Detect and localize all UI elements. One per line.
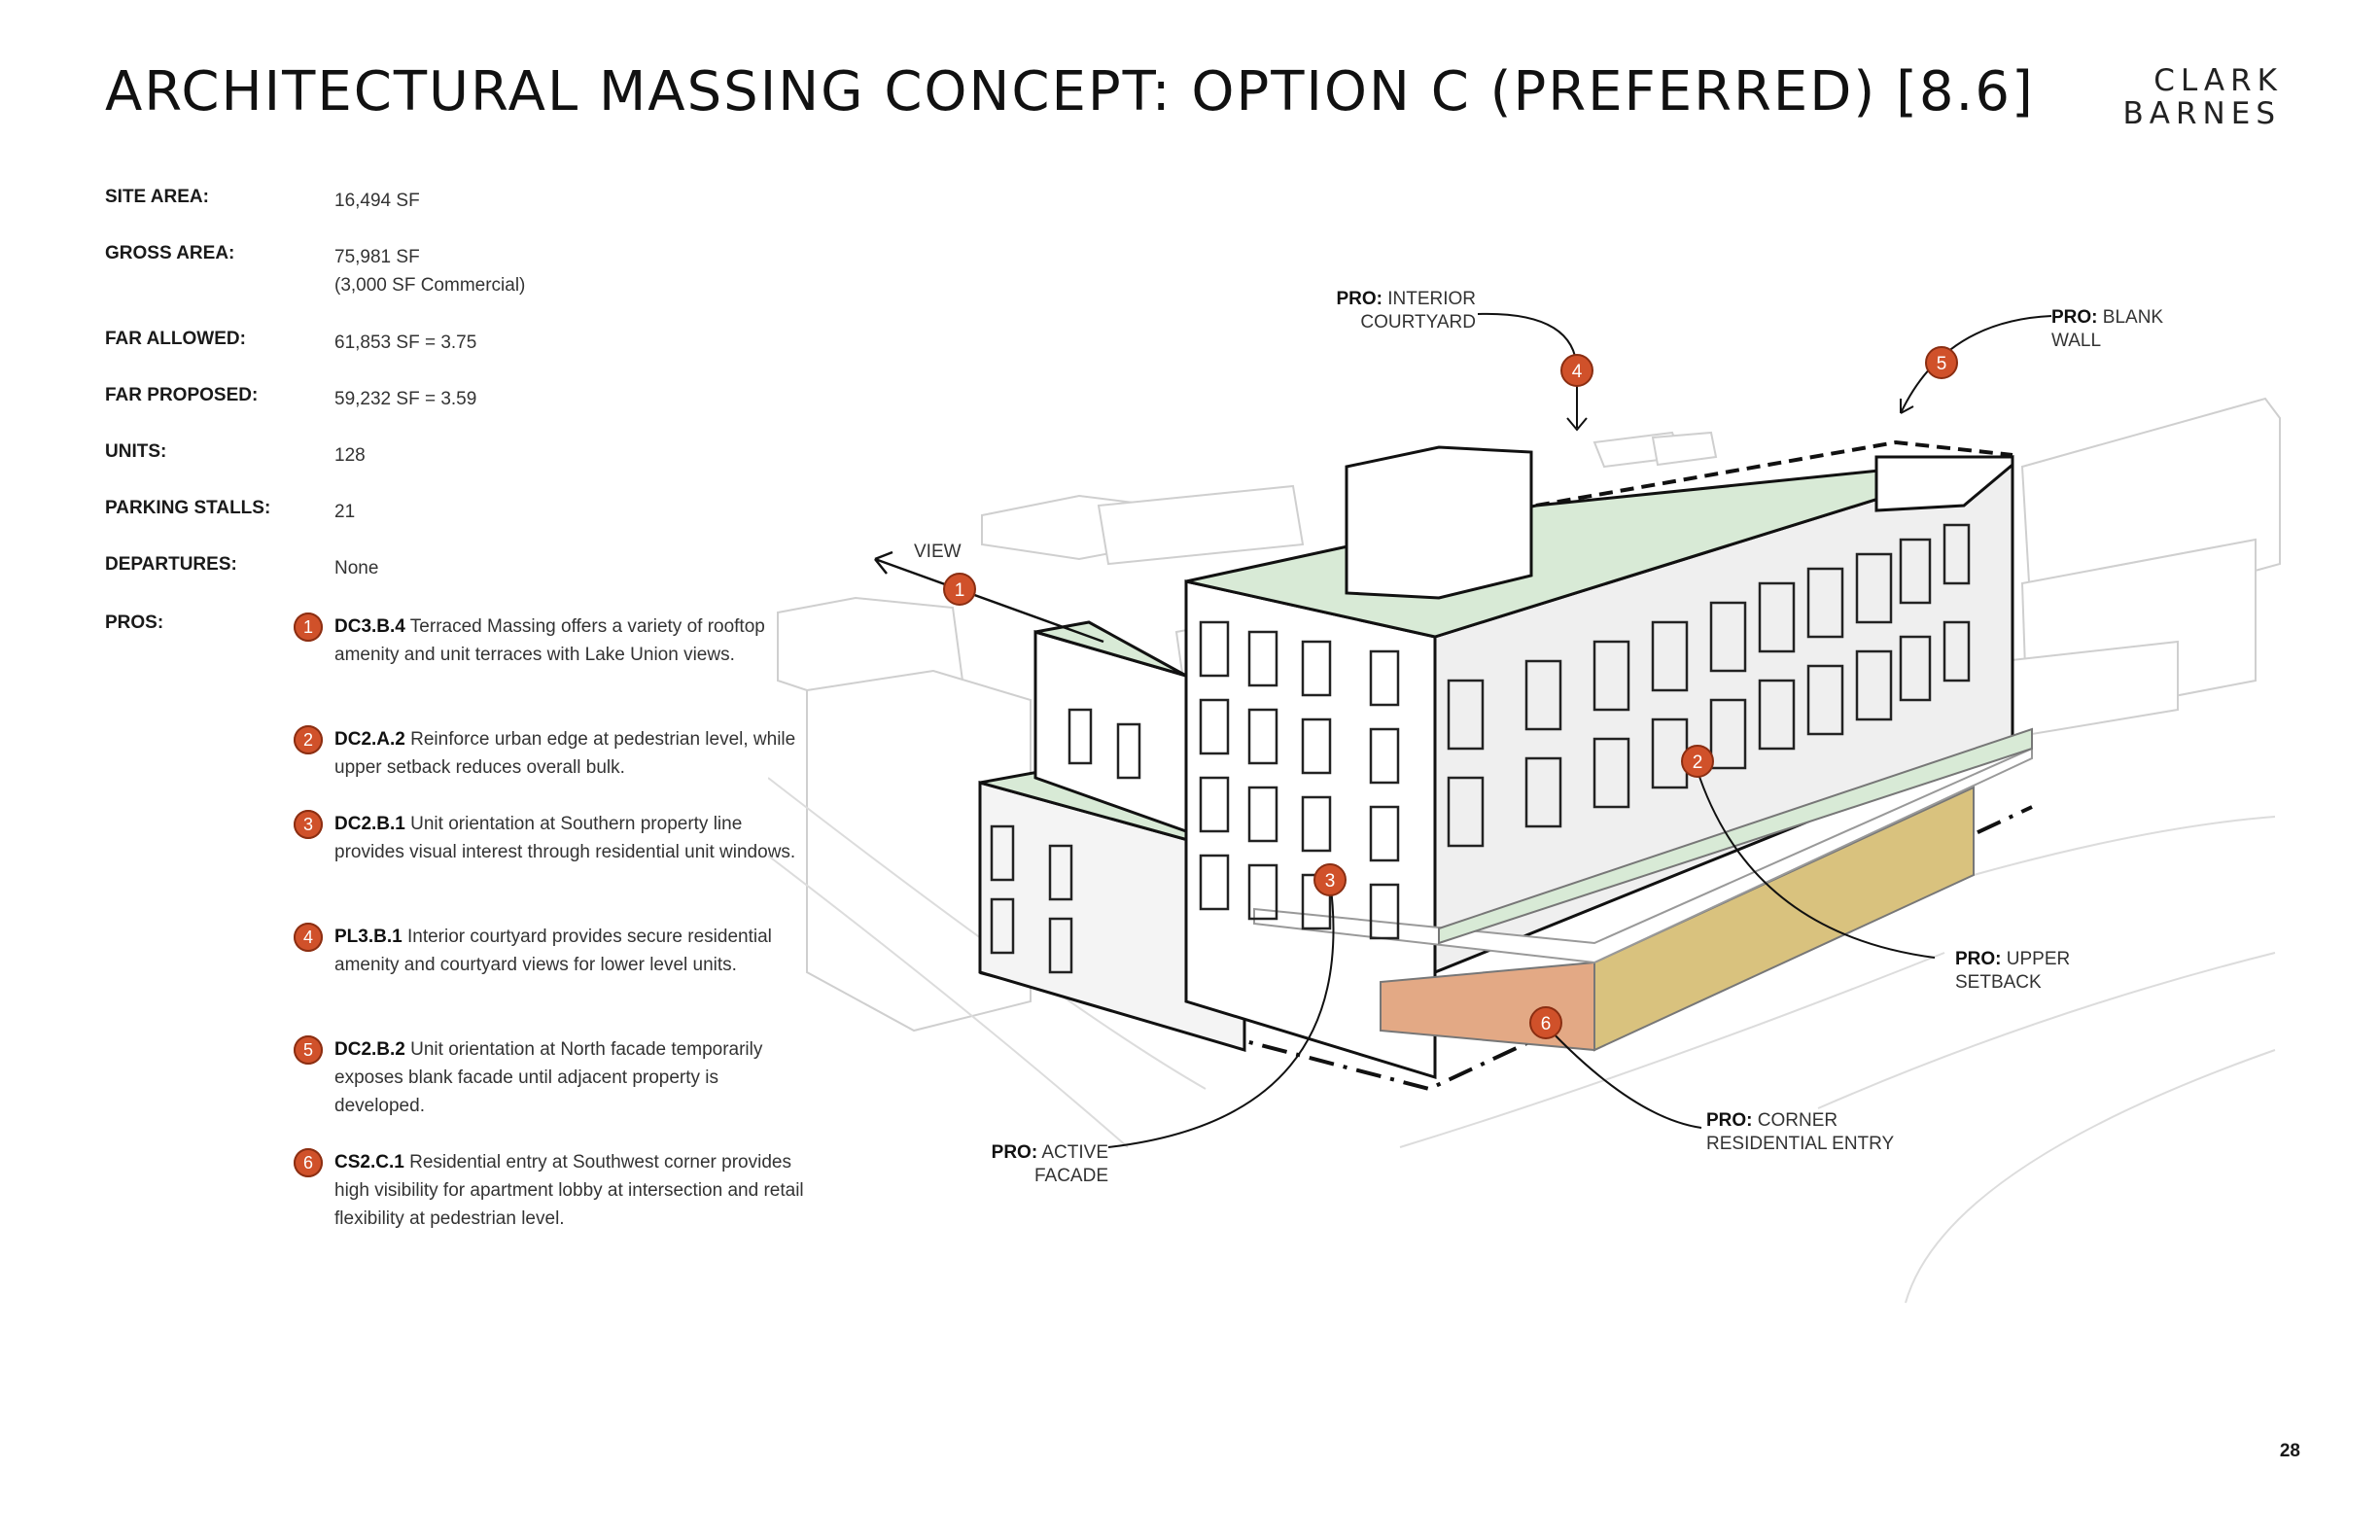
stat-value-line2: (3,000 SF Commercial) [334,275,526,296]
stat-value: 128 [334,445,366,466]
diagram-badge-6: 6 [1529,1006,1562,1039]
badge-number: 3 [1325,871,1336,892]
pro-number-badge: 4 [294,923,323,952]
badge-number: 2 [1693,752,1703,773]
pro-text: DC3.B.4 Terraced Massing offers a variet… [334,612,811,669]
callout-pro: PRO: [1706,1110,1753,1131]
stat-value: 21 [334,502,356,522]
callout-line1: INTERIOR [1387,289,1476,309]
pro-item-5: 5 DC2.B.2 Unit orientation at North faca… [294,1035,811,1120]
pro-number-badge: 2 [294,725,323,754]
diagram-badge-2: 2 [1681,745,1714,778]
callout-line2: SETBACK [1955,972,2042,993]
callout-blank-wall: PRO: BLANK WALL [2051,306,2163,353]
stat-value: 59,232 SF = 3.59 [334,389,477,409]
clark-barnes-logo: CLARK BARNES [2123,64,2283,130]
stat-value: 75,981 SF (3,000 SF Commercial) [334,243,525,299]
pro-text: DC2.A.2 Reinforce urban edge at pedestri… [334,725,811,782]
pro-description: Interior courtyard provides secure resid… [334,927,772,975]
pro-item-6: 6 CS2.C.1 Residential entry at Southwest… [294,1148,811,1233]
pro-number-badge: 6 [294,1148,323,1177]
pros-label: PROS: [105,612,164,633]
callout-line2: FACADE [1033,1166,1108,1186]
stat-label: GROSS AREA: [105,243,235,263]
pro-text: CS2.C.1 Residential entry at Southwest c… [334,1148,811,1233]
callout-line1: BLANK [2102,307,2164,328]
diagram-badge-3: 3 [1313,863,1347,896]
pro-code: CS2.C.1 [334,1152,404,1172]
pro-code: PL3.B.1 [334,927,402,947]
callout-pro: PRO: [2051,307,2098,328]
pro-text: PL3.B.1 Interior courtyard provides secu… [334,923,811,979]
massing-diagram: 1 2 3 4 5 6 [768,312,2281,1304]
stat-label: FAR ALLOWED: [105,329,246,349]
callout-corner-entry: PRO: CORNER RESIDENTIAL ENTRY [1706,1109,1894,1156]
stat-label: UNITS: [105,441,167,462]
pro-number-badge: 1 [294,612,323,642]
callout-line2: WALL [2051,331,2102,351]
diagram-badge-4: 4 [1560,354,1593,387]
stat-label: DEPARTURES: [105,554,237,575]
stat-value: 61,853 SF = 3.75 [334,332,477,353]
pro-text: DC2.B.2 Unit orientation at North facade… [334,1035,811,1120]
stat-label: SITE AREA: [105,187,209,207]
callout-line2: RESIDENTIAL ENTRY [1706,1134,1895,1154]
logo-line-2: BARNES [2122,96,2281,131]
pro-description: Unit orientation at Southern property li… [334,814,796,862]
diagram-badge-1: 1 [943,573,976,606]
page-title: ARCHITECTURAL MASSING CONCEPT: OPTION C … [105,60,2035,123]
callout-pro: PRO: [1955,949,2002,969]
pro-code: DC2.A.2 [334,729,405,750]
pro-description: Reinforce urban edge at pedestrian level… [334,729,796,778]
pro-description: Residential entry at Southwest corner pr… [334,1152,804,1229]
pro-text: DC2.B.1 Unit orientation at Southern pro… [334,810,811,866]
callout-upper-setback: PRO: UPPER SETBACK [1955,948,2070,995]
retail-base [1253,727,2033,1052]
stat-value-line1: 75,981 SF [334,247,420,267]
pro-item-4: 4 PL3.B.1 Interior courtyard provides se… [294,923,811,979]
callout-line2: COURTYARD [1360,312,1476,332]
pro-item-2: 2 DC2.A.2 Reinforce urban edge at pedest… [294,725,811,782]
pro-code: DC2.B.2 [334,1039,405,1060]
pro-code: DC3.B.4 [334,616,405,637]
terrace-wing [978,620,1246,1053]
view-arrow [874,550,1104,644]
badge-number: 6 [1541,1014,1552,1034]
callout-leaders [1107,312,2052,1148]
callout-pro: PRO: [991,1142,1038,1163]
callout-line1: CORNER [1757,1110,1838,1131]
page-number: 28 [2279,1441,2300,1461]
badge-number: 1 [955,580,965,601]
property-line-north [1535,439,2013,508]
pro-number-badge: 3 [294,810,323,839]
callout-interior-courtyard: PRO: INTERIOR COURTYARD [1332,288,1476,334]
callout-pro: PRO: [1336,289,1382,309]
stat-label: FAR PROPOSED: [105,385,259,405]
badge-number: 5 [1937,354,1947,374]
stat-value: None [334,558,379,578]
diagram-badges: 1 2 3 4 5 6 [943,346,1958,1039]
pro-item-3: 3 DC2.B.1 Unit orientation at Southern p… [294,810,811,866]
pro-code: DC2.B.1 [334,814,405,834]
stat-label: PARKING STALLS: [105,498,271,518]
logo-line-1: CLARK [2153,63,2283,98]
diagram-badge-5: 5 [1925,346,1958,379]
pro-item-1: 1 DC3.B.4 Terraced Massing offers a vari… [294,612,811,669]
pro-description: Unit orientation at North facade tempora… [334,1039,763,1116]
pro-description: Terraced Massing offers a variety of roo… [334,616,765,665]
badge-number: 4 [1572,362,1583,382]
callout-line1: ACTIVE [1041,1142,1108,1163]
callout-active-facade: PRO: ACTIVE FACADE [962,1141,1108,1188]
callout-view: VIEW [914,542,962,562]
callout-line1: UPPER [2006,949,2071,969]
pro-number-badge: 5 [294,1035,323,1065]
stat-value: 16,494 SF [334,191,420,211]
